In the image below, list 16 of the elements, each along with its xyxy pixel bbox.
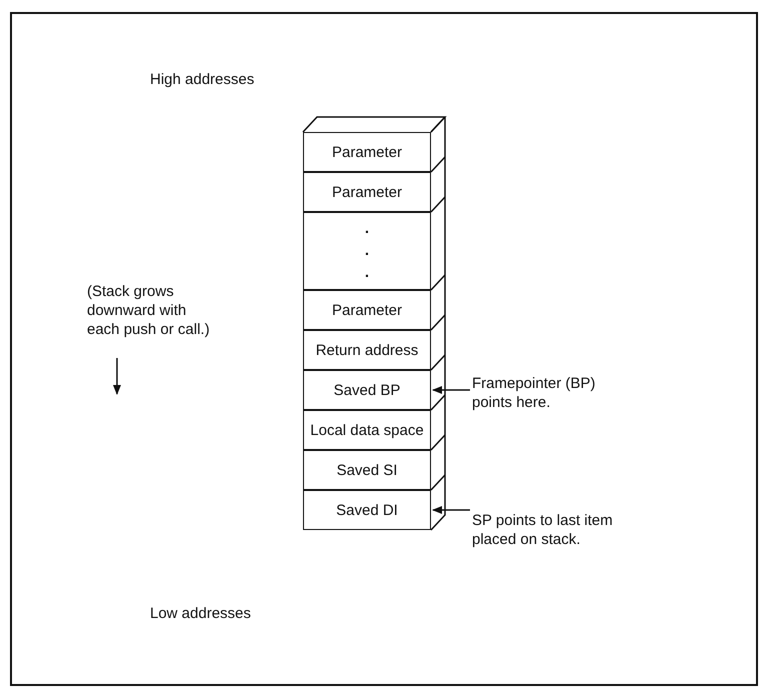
stack-cell: Parameter xyxy=(303,290,431,330)
stack-cell: Local data space xyxy=(303,410,431,450)
stack-cell: Saved DI xyxy=(303,490,431,530)
pointer-note: SP points to last item placed on stack. xyxy=(472,511,622,549)
pointer-arrow xyxy=(432,386,470,394)
pointer-arrow xyxy=(432,506,470,514)
stack-cell: Parameter xyxy=(303,172,431,212)
annotation-text: High addresses xyxy=(150,70,256,89)
stack-cell: Return address xyxy=(303,330,431,370)
pointer-note: Framepointer (BP) points here. xyxy=(472,374,622,412)
stack-ellipsis-cell: . . . xyxy=(303,212,431,290)
stack-cell: Saved BP xyxy=(303,370,431,410)
annotation-text: Low addresses xyxy=(150,604,252,623)
annotation-text: (Stack grows downward with each push or call.) xyxy=(87,282,211,339)
stack-cell: Saved SI xyxy=(303,450,431,490)
stack-cell: Parameter xyxy=(303,132,431,172)
